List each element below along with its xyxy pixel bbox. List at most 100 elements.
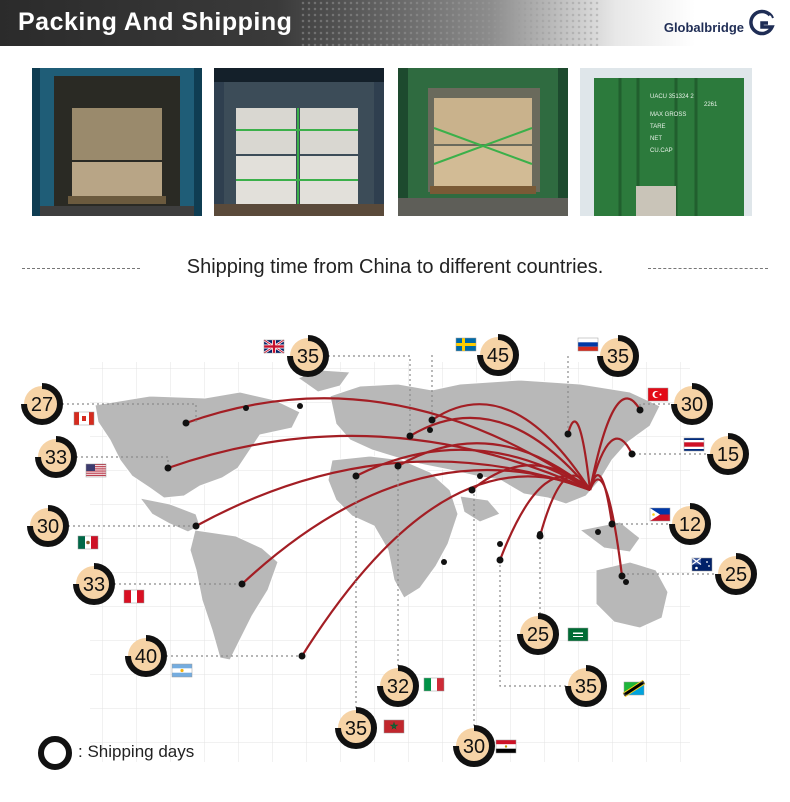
city-dot bbox=[164, 464, 172, 472]
shipping-days-badge: 35 bbox=[335, 707, 377, 749]
route-line bbox=[241, 468, 591, 585]
shipping-days-value: 32 bbox=[387, 676, 409, 698]
badge-fill bbox=[338, 710, 374, 746]
shipping-routes bbox=[167, 397, 641, 657]
route-line bbox=[355, 448, 591, 491]
route-line bbox=[471, 464, 591, 491]
badge-ring bbox=[565, 665, 607, 707]
badge-fill bbox=[380, 668, 416, 704]
max-gross-text: MAX GROSS bbox=[650, 112, 686, 118]
badge-ring bbox=[35, 436, 77, 478]
shipping-days-value: 45 bbox=[487, 345, 509, 367]
route-line bbox=[566, 420, 592, 491]
badge-ring bbox=[597, 335, 639, 377]
badge-fill bbox=[128, 638, 164, 674]
shipping-days-value: 35 bbox=[607, 346, 629, 368]
shipping-days-value: 27 bbox=[31, 394, 53, 416]
city-dot bbox=[428, 416, 436, 424]
badge-fill bbox=[710, 436, 746, 472]
city-dot bbox=[623, 579, 629, 585]
shipping-days-badge: 25 bbox=[517, 613, 559, 655]
city-dot bbox=[618, 572, 626, 580]
header-pattern bbox=[300, 0, 600, 46]
city-dot bbox=[297, 403, 303, 409]
badge-ring bbox=[477, 334, 519, 376]
leader-line bbox=[499, 560, 566, 687]
badge-fill bbox=[600, 338, 636, 374]
badge-fill bbox=[24, 386, 60, 422]
route-line bbox=[588, 397, 641, 491]
argentina-flag-icon bbox=[171, 663, 193, 678]
city-dot bbox=[636, 406, 644, 414]
badge-fill bbox=[480, 337, 516, 373]
tanzania-flag-icon bbox=[622, 679, 646, 698]
shipping-days-badge: 45 bbox=[477, 334, 519, 376]
city-dot bbox=[352, 472, 360, 480]
badge-fill bbox=[76, 566, 112, 602]
badge-ring bbox=[377, 665, 419, 707]
shipping-days-badge: 30 bbox=[671, 383, 713, 425]
costa-rica-flag-icon bbox=[683, 437, 705, 452]
badge-fill bbox=[38, 439, 74, 475]
route-line bbox=[397, 442, 591, 491]
uk-flag-icon bbox=[263, 338, 285, 355]
canada-flag-icon bbox=[73, 411, 95, 426]
shipping-days-badge: 30 bbox=[27, 505, 69, 547]
container-photo-1 bbox=[32, 68, 202, 216]
mexico-flag-icon bbox=[77, 535, 99, 550]
caption-divider-right bbox=[648, 268, 768, 269]
shipping-days-value: 33 bbox=[83, 574, 105, 596]
badge-fill bbox=[568, 668, 604, 704]
city-dot bbox=[406, 432, 414, 440]
shipping-days-value: 12 bbox=[679, 514, 701, 536]
shipping-days-badge: 35 bbox=[565, 665, 607, 707]
badge-ring bbox=[287, 335, 329, 377]
badge-ring bbox=[669, 503, 711, 545]
city-dot bbox=[468, 486, 476, 494]
badge-fill bbox=[456, 728, 492, 764]
caption-divider-left bbox=[22, 268, 140, 269]
leader-line bbox=[639, 403, 670, 410]
shipping-days-value: 33 bbox=[45, 447, 67, 469]
city-dot bbox=[595, 529, 601, 535]
container-photo-3 bbox=[398, 68, 568, 216]
city-dot bbox=[537, 531, 543, 537]
city-dot bbox=[298, 652, 306, 660]
route-line bbox=[409, 416, 591, 491]
badge-ring bbox=[335, 707, 377, 749]
italy-flag-icon bbox=[423, 677, 445, 692]
map-subtitle: Shipping time from China to different co… bbox=[186, 256, 604, 278]
leader-lines bbox=[62, 355, 714, 726]
saudi-arabia-flag-icon bbox=[567, 627, 589, 642]
shipping-days-badge: 32 bbox=[377, 665, 419, 707]
city-dot bbox=[608, 520, 616, 528]
city-dot bbox=[427, 427, 433, 433]
shipping-days-badge: 12 bbox=[669, 503, 711, 545]
shipping-days-value: 35 bbox=[575, 676, 597, 698]
peru-flag-icon bbox=[123, 589, 145, 604]
cucap-text: CU.CAP bbox=[650, 148, 673, 154]
russia-flag-icon bbox=[577, 337, 599, 352]
badge-ring bbox=[125, 635, 167, 677]
shipping-days-value: 30 bbox=[37, 516, 59, 538]
city-dot bbox=[441, 559, 447, 565]
city-dot bbox=[496, 556, 504, 564]
badge-ring bbox=[671, 383, 713, 425]
route-line bbox=[167, 434, 591, 492]
shipping-days-badge: 25 bbox=[715, 553, 757, 595]
shipping-days-value: 35 bbox=[297, 346, 319, 368]
map-caption: Shipping time from China to different co… bbox=[22, 254, 768, 284]
net-text: NET bbox=[650, 136, 662, 142]
turkey-flag-icon bbox=[647, 387, 669, 402]
shipping-days-badge: 27 bbox=[21, 383, 63, 425]
world-map-landmass bbox=[94, 369, 669, 661]
shipping-days-badge: 30 bbox=[453, 725, 495, 767]
shipping-days-value: 30 bbox=[463, 736, 485, 758]
shipping-days-badge: 35 bbox=[597, 335, 639, 377]
route-line bbox=[588, 478, 624, 577]
shipping-days-value: 25 bbox=[527, 624, 549, 646]
route-line bbox=[588, 437, 633, 491]
city-dot bbox=[628, 450, 636, 458]
shipping-days-badge: 15 bbox=[707, 433, 749, 475]
